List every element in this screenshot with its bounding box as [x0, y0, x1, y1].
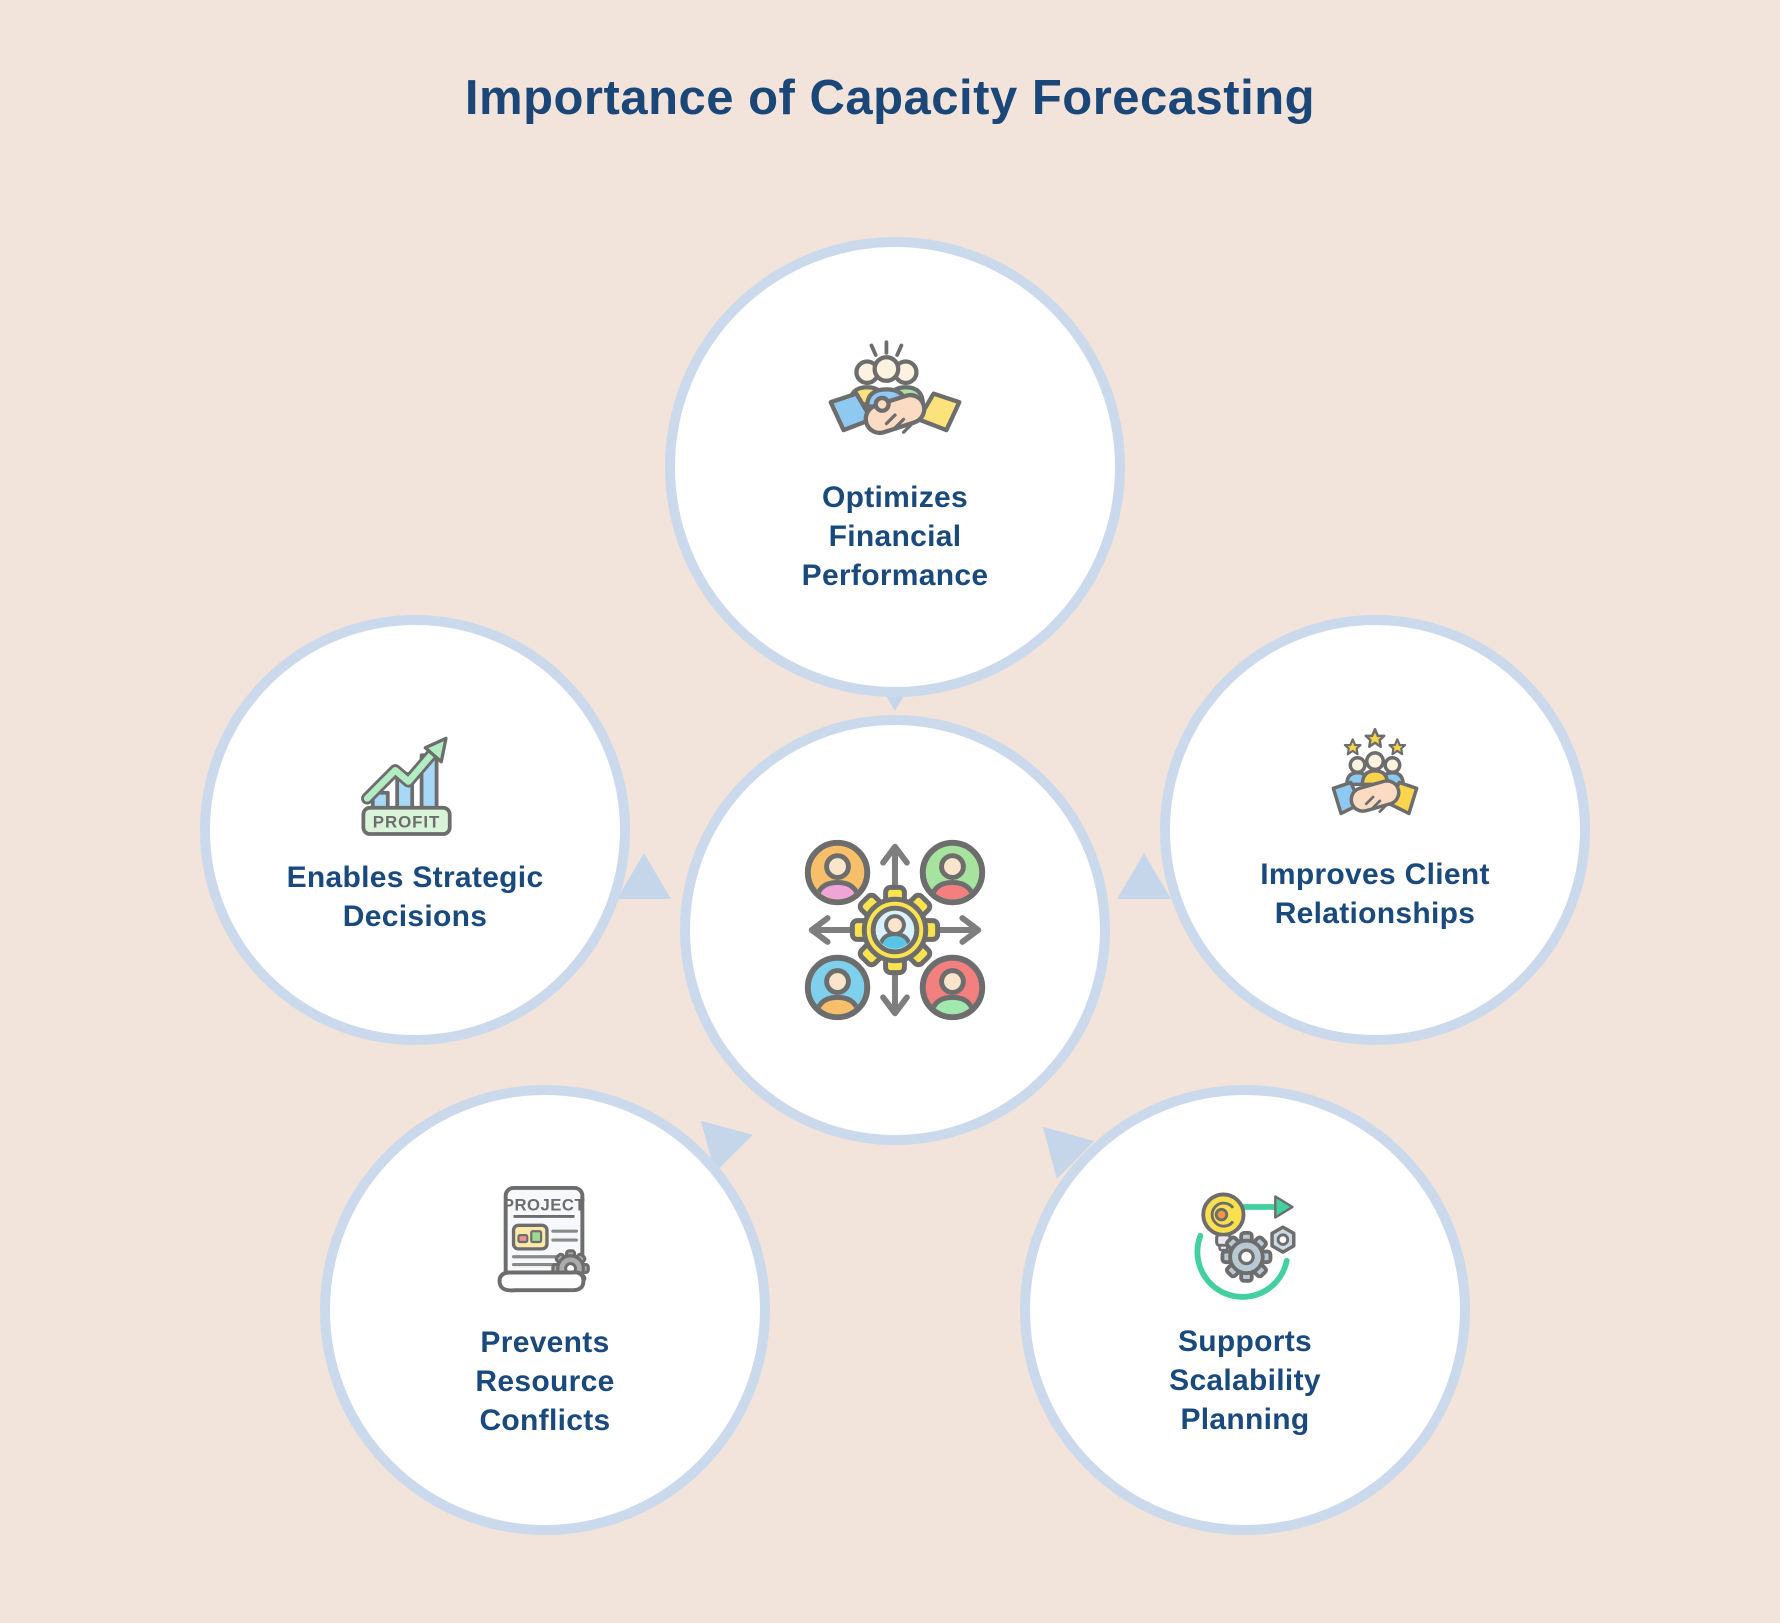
profit-growth-icon: PROFIT: [361, 736, 452, 836]
team-handshake-icon: [828, 339, 962, 435]
node-label: Optimizes Financial Performance: [801, 480, 989, 592]
node-center-capacity: [680, 715, 1110, 1145]
node-label: Supports Scalability Planning: [1169, 1324, 1321, 1436]
connector-arrow-left: [617, 853, 671, 899]
node-optimizes-financial-performance: Optimizes Financial Performance: [665, 237, 1125, 697]
team-coordination-icon: [804, 839, 986, 1021]
scalability-gears-icon: [1194, 1192, 1296, 1300]
node-supports-scalability-planning: Supports Scalability Planning: [1020, 1085, 1470, 1535]
node-enables-strategic-decisions: PROFIT Enables Strategic Decisions: [200, 615, 630, 1045]
profit-label-text: PROFIT: [373, 812, 441, 831]
node-prevents-resource-conflicts: PROJECT Pr: [320, 1085, 770, 1535]
node-label: Enables Strategic Decisions: [286, 860, 544, 933]
connector-arrow-right: [1117, 853, 1171, 899]
project-label-text: PROJECT: [503, 1196, 586, 1215]
page-title: Importance of Capacity Forecasting: [464, 71, 1316, 125]
node-label: Prevents Resource Conflicts: [475, 1326, 615, 1437]
project-document-gear-icon: PROJECT: [497, 1185, 590, 1293]
node-label: Improves Client Relationships: [1260, 857, 1490, 930]
client-handshake-stars-icon: [1331, 727, 1419, 815]
connector-arrow-bottom-left: [689, 1120, 754, 1179]
connector-arrow-bottom-right: [1042, 1115, 1101, 1180]
node-improves-client-relationships: Improves Client Relationships: [1160, 615, 1590, 1045]
